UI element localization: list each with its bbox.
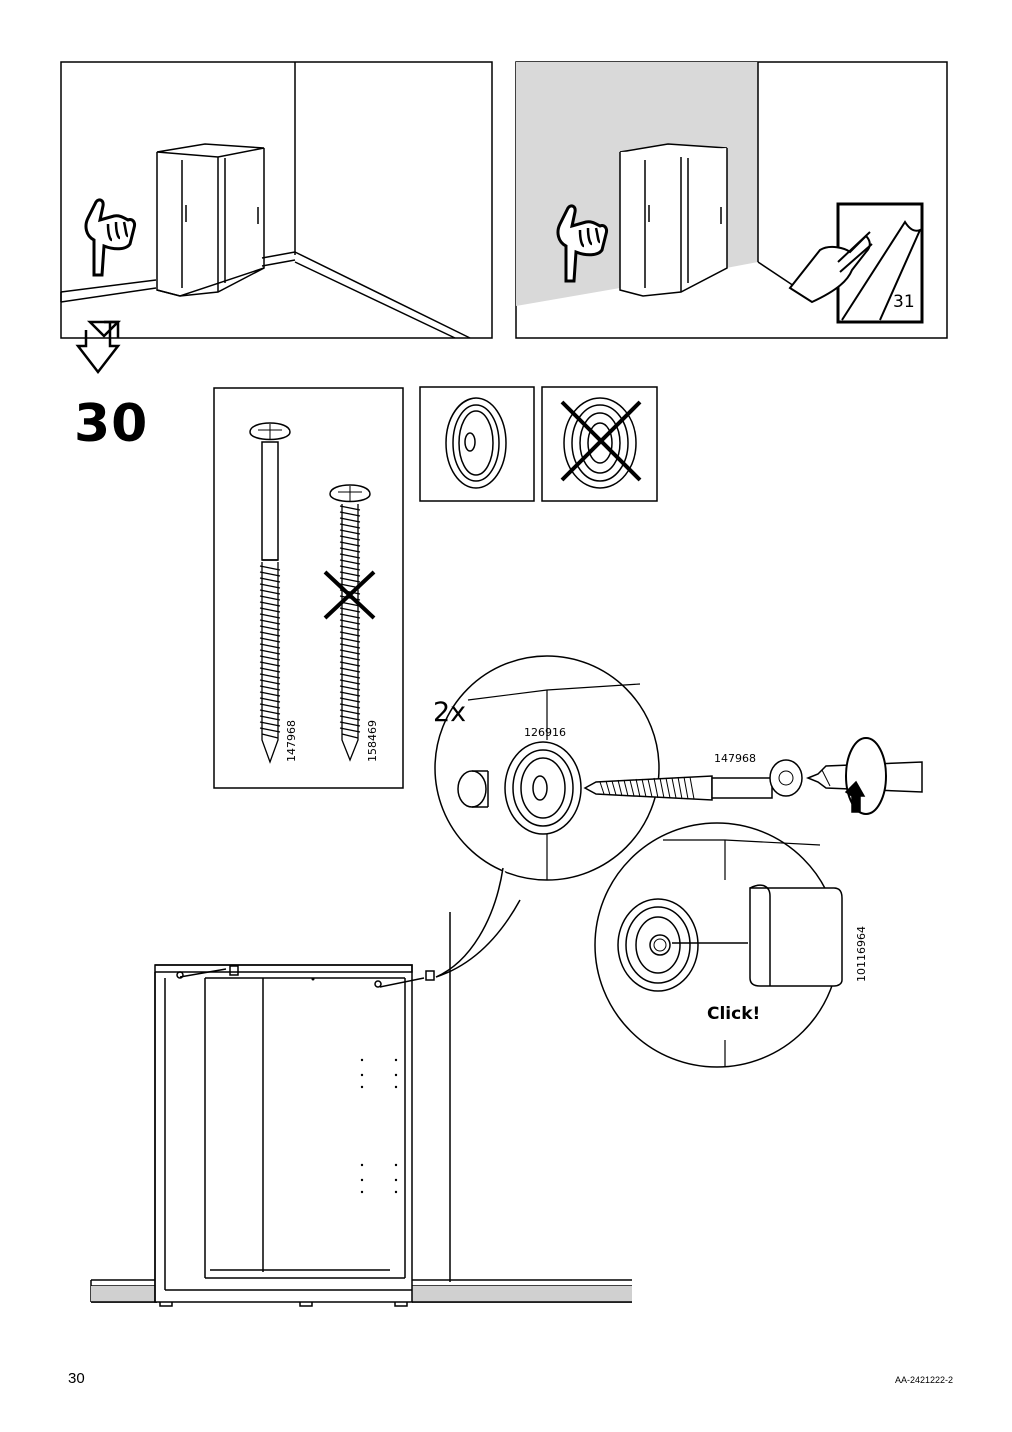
peel-sticker-icon bbox=[788, 202, 924, 324]
part-number-screw: 147968 bbox=[714, 752, 756, 765]
step-number: 30 bbox=[74, 394, 149, 454]
quantity-label: 2x bbox=[433, 697, 467, 728]
page-reference: 31 bbox=[893, 292, 915, 312]
hand-point-icon bbox=[556, 204, 608, 283]
page-number: 30 bbox=[68, 1370, 85, 1387]
part-number-short-screw: 158469 bbox=[366, 720, 379, 762]
washer-wrong-box bbox=[541, 386, 658, 502]
arrow-down-icon bbox=[75, 320, 122, 375]
long-screw bbox=[249, 422, 291, 764]
part-number-cap: 10116964 bbox=[855, 926, 868, 982]
part-number-washer: 126916 bbox=[524, 726, 566, 739]
cross-icon bbox=[323, 570, 376, 620]
washer-correct-box bbox=[419, 386, 535, 502]
panel-wall-check bbox=[515, 61, 948, 339]
click-text: Click! bbox=[707, 1004, 761, 1024]
short-screw bbox=[329, 484, 371, 762]
part-number-long-screw: 147968 bbox=[285, 720, 298, 762]
document-id: AA-2421222-2 bbox=[895, 1375, 954, 1385]
hand-point-icon bbox=[84, 198, 136, 277]
detail-circle-cap bbox=[594, 822, 843, 1068]
panel-wall-corner bbox=[60, 61, 493, 339]
screw-comparison-box bbox=[213, 387, 404, 789]
cabinet-frame bbox=[90, 912, 632, 1307]
rotate-icon bbox=[844, 737, 887, 815]
wardrobe-sketch bbox=[156, 143, 265, 297]
wardrobe-sketch-2 bbox=[619, 143, 728, 297]
cross-icon bbox=[560, 400, 642, 482]
detail-circle-screw bbox=[434, 655, 923, 978]
